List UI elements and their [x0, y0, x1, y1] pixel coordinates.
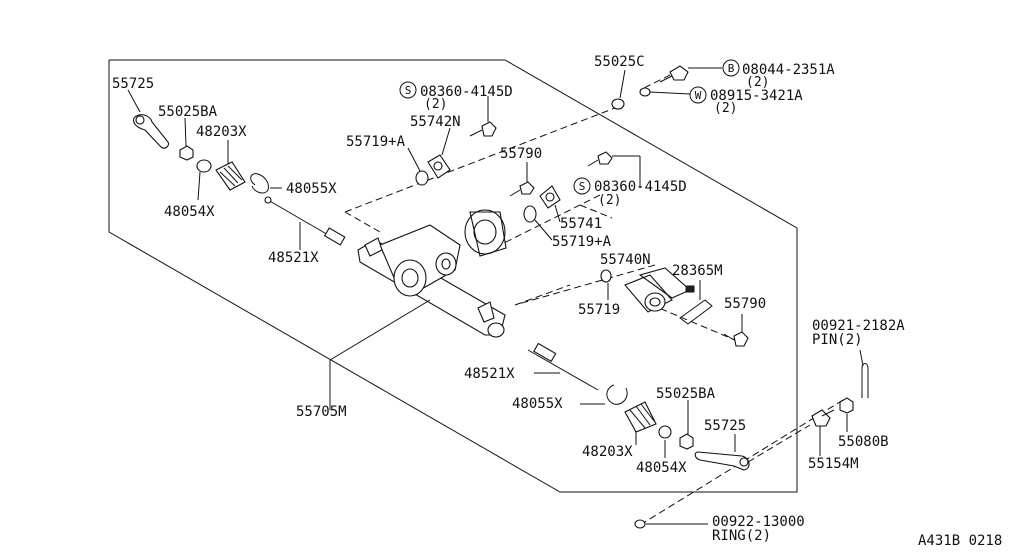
dashed-guide-lines	[344, 69, 844, 526]
seal-bracket-top	[427, 154, 451, 179]
label-pin-name: PIN(2)	[812, 332, 863, 348]
label-pin-part: 00921-2182A	[812, 318, 905, 334]
inner-rod-top	[264, 196, 346, 246]
w-symbol: W	[689, 86, 707, 104]
seal-55741	[539, 185, 561, 209]
svg-text:W: W	[695, 89, 702, 102]
o-ring-55719	[600, 269, 612, 283]
label-48521x-top: 48521X	[268, 250, 319, 266]
label-55742n: 55742N	[410, 114, 461, 130]
label-55790-top: 55790	[500, 146, 542, 162]
clip-low	[606, 384, 628, 405]
svg-text:B: B	[728, 62, 735, 75]
label-w-washer: 08915-3421A	[710, 88, 803, 104]
sensor-body	[464, 209, 507, 257]
label-s-bolt-mid: 08360-4145D	[594, 179, 687, 195]
label-s-bolt-top-qty: (2)	[424, 97, 447, 112]
label-55719a-mid: 55719+A	[552, 234, 612, 250]
clamp-top	[196, 159, 212, 173]
bolt-55790-low	[723, 331, 749, 347]
boot-low	[624, 401, 657, 433]
ring	[634, 519, 646, 529]
svg-text:S: S	[405, 84, 412, 97]
label-55740n: 55740N	[600, 252, 651, 268]
clip-top	[250, 173, 269, 194]
drawing-code: A431B 0218	[918, 533, 1002, 549]
label-48054x-low: 48054X	[636, 460, 687, 476]
s-symbol-mid: S	[573, 177, 591, 195]
bolt-top	[469, 121, 497, 137]
label-55725-low: 55725	[704, 418, 746, 434]
label-b-bolt: 08044-2351A	[742, 62, 835, 78]
tie-rod-end-low	[694, 451, 750, 471]
gear-housing	[357, 224, 506, 338]
label-55725-top: 55725	[112, 76, 154, 92]
nut-low	[679, 433, 694, 450]
clamp-low	[658, 425, 672, 439]
pin	[861, 363, 869, 398]
label-55790-low: 55790	[724, 296, 766, 312]
boot-top	[215, 161, 246, 191]
label-48055x-low: 48055X	[512, 396, 563, 412]
motor-assembly	[624, 267, 695, 313]
bolt-55790-top	[509, 181, 535, 197]
label-55154m: 55154M	[808, 456, 859, 472]
label-s-bolt-top: 08360-4145D	[420, 84, 513, 100]
bracket-28365m	[679, 299, 713, 325]
label-ring-part: 00922-13000	[712, 514, 805, 530]
label-48203x-low: 48203X	[582, 444, 633, 460]
label-ring-name: RING(2)	[712, 528, 771, 544]
label-b-bolt-qty: (2)	[746, 75, 769, 90]
inner-rod-low	[527, 342, 599, 391]
washer-55025c	[611, 98, 625, 110]
label-s-bolt-mid-qty: (2)	[598, 193, 621, 208]
label-55719: 55719	[578, 302, 620, 318]
svg-text:S: S	[579, 180, 586, 193]
o-ring-mid	[523, 205, 537, 223]
tie-rod-end-top	[133, 114, 169, 149]
label-48203x-top: 48203X	[196, 124, 247, 140]
label-55080b: 55080B	[838, 434, 889, 450]
label-48055x-top: 48055X	[286, 181, 337, 197]
label-w-washer-qty: (2)	[714, 101, 737, 116]
label-55025ba-low: 55025BA	[656, 386, 716, 402]
label-48054x-top: 48054X	[164, 204, 215, 220]
o-ring-top	[415, 170, 429, 186]
s-symbol-top: S	[399, 81, 417, 99]
b-symbol: B	[722, 59, 740, 77]
nut-55080b	[839, 397, 854, 414]
label-48521x-low: 48521X	[464, 366, 515, 382]
bolt-b	[659, 65, 689, 83]
label-55705m: 55705M	[296, 404, 347, 420]
assembly-outline	[108, 59, 798, 493]
label-28365m: 28365M	[672, 263, 723, 279]
bolt-mid	[587, 151, 613, 167]
label-55741: 55741	[560, 216, 602, 232]
label-55719a-top: 55719+A	[346, 134, 406, 150]
washer-w	[639, 87, 651, 97]
nut-top	[179, 145, 194, 161]
nipple-55154m	[811, 409, 835, 427]
label-55025ba-top: 55025BA	[158, 104, 218, 120]
label-55025c: 55025C	[594, 54, 645, 70]
